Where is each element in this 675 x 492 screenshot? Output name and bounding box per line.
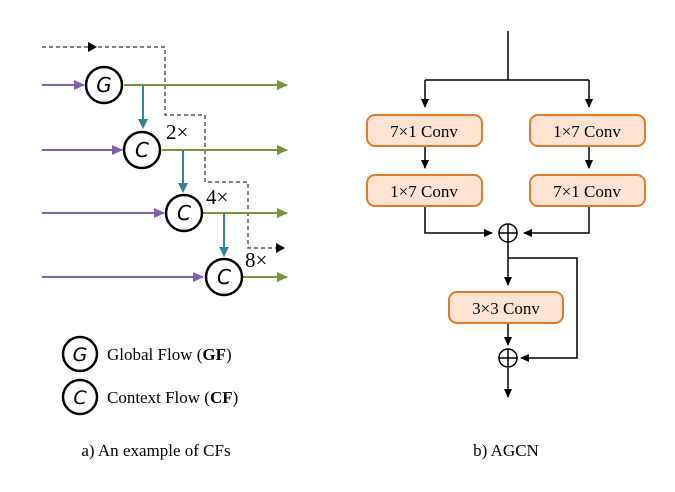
sum-node-1 bbox=[498, 223, 518, 243]
context-node-letter: C bbox=[217, 265, 231, 289]
legend-gf-label: Global Flow (GF) bbox=[107, 345, 232, 364]
legend-g-symbol: G bbox=[73, 344, 88, 366]
panel-a: G C C C 2× 4× 8× G Global Flow (GF) C Co… bbox=[42, 42, 288, 460]
context-flow-node-3: C bbox=[204, 257, 244, 297]
conv-label: 1×7 Conv bbox=[390, 182, 458, 201]
conv-label: 3×3 Conv bbox=[472, 299, 540, 318]
legend-global-flow: G Global Flow (GF) bbox=[61, 335, 232, 373]
conv-block-3x3: 3×3 Conv bbox=[448, 291, 564, 324]
conv-block-right-top: 1×7 Conv bbox=[529, 114, 646, 147]
panel-b bbox=[421, 31, 593, 398]
dashed-arrowhead-top bbox=[88, 42, 97, 52]
dashed-arrowhead-end bbox=[276, 243, 285, 253]
global-flow-node: G bbox=[84, 65, 124, 105]
conv-label: 1×7 Conv bbox=[553, 122, 621, 141]
context-node-letter: C bbox=[177, 201, 191, 225]
caption-a: a) An example of CFs bbox=[81, 441, 230, 460]
global-node-letter: G bbox=[96, 73, 112, 97]
context-flow-node-2: C bbox=[164, 193, 204, 233]
cross-arrow-3-head bbox=[219, 247, 229, 257]
conv-block-right-bottom: 7×1 Conv bbox=[529, 174, 646, 207]
conv-label: 7×1 Conv bbox=[553, 182, 621, 201]
left-merge-arrow bbox=[424, 205, 493, 237]
conv-block-left-top: 7×1 Conv bbox=[366, 114, 483, 147]
legend-cf-label: Context Flow (CF) bbox=[107, 388, 238, 407]
cross-arrow-1-head bbox=[138, 119, 148, 129]
cross-arrow-2-head bbox=[178, 183, 188, 193]
caption-b: b) AGCN bbox=[473, 441, 539, 460]
dashed-context-path bbox=[42, 46, 282, 249]
multiplier-4x: 4× bbox=[206, 185, 228, 209]
right-merge-arrow bbox=[523, 205, 590, 237]
legend-c-symbol: C bbox=[73, 387, 87, 409]
context-flow-node-1: C bbox=[122, 130, 162, 170]
residual-skip-arrow bbox=[508, 257, 578, 362]
context-node-letter: C bbox=[135, 138, 149, 162]
conv-label: 7×1 Conv bbox=[390, 122, 458, 141]
legend-context-flow: C Context Flow (CF) bbox=[61, 378, 238, 416]
conv-block-left-bottom: 1×7 Conv bbox=[366, 174, 483, 207]
multiplier-2x: 2× bbox=[166, 120, 188, 144]
sum-node-2 bbox=[498, 348, 518, 368]
multiplier-8x: 8× bbox=[245, 248, 267, 272]
